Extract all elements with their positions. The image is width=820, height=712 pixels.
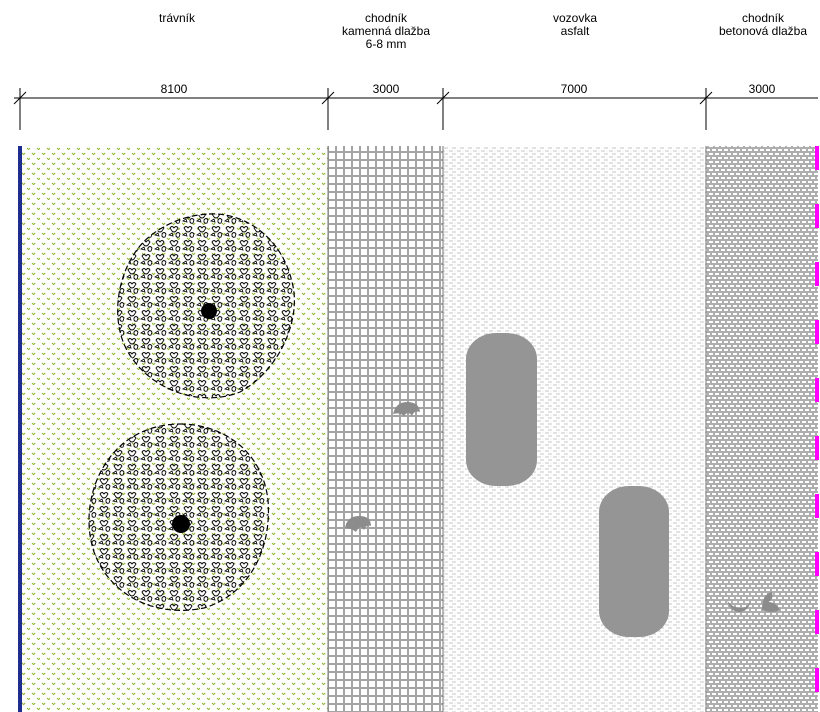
zone-label-vozovka: vozovka asfalt [552, 11, 598, 38]
person-icon [393, 402, 420, 416]
concrete-paving-zone [706, 146, 818, 712]
person-icon [762, 592, 780, 612]
zone-label-chodnik-kamenna: chodník kamenná dlažba 6-8 mm [341, 11, 431, 51]
car-icon [599, 486, 669, 637]
tree-trunk-icon [172, 515, 190, 533]
dimension-label-travnik: 8100 [160, 82, 188, 96]
car-icon [466, 333, 537, 486]
zone-label-travnik: trávník [158, 11, 196, 25]
zone-label-chodnik-betonova: chodník betonová dlažba [718, 11, 808, 38]
dimension-label-chodnik-betonova: 3000 [748, 82, 776, 96]
tree-trunk-icon [201, 303, 217, 319]
dimension-line [13, 88, 818, 130]
dimension-label-chodnik-kamenna: 3000 [372, 82, 400, 96]
person-icon [727, 600, 751, 613]
dimension-label-vozovka: 7000 [560, 82, 588, 96]
stone-paving-zone [328, 146, 443, 712]
person-icon [345, 516, 371, 532]
